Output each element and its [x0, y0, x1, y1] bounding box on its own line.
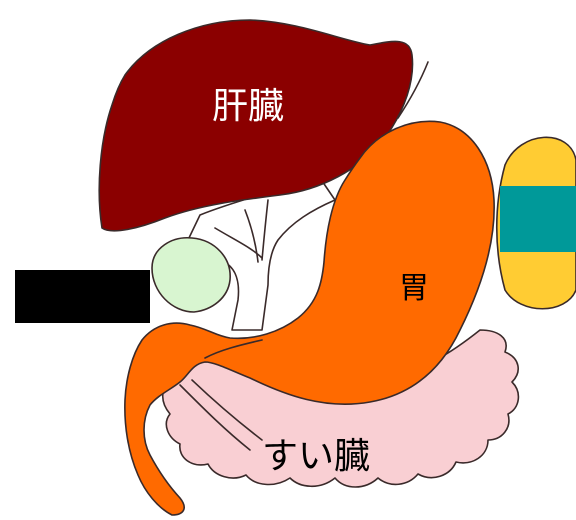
pancreatic-duct-2 [191, 379, 263, 441]
redacted-label-box [15, 270, 150, 323]
spleen-band [500, 186, 576, 252]
duct-branch-1 [214, 227, 263, 259]
duodenum-inner-line [204, 339, 263, 359]
gallbladder [151, 237, 231, 313]
stomach-label: 胃 [399, 271, 429, 306]
pancreas-label: すい臓 [262, 436, 370, 477]
liver [98, 19, 414, 232]
hepatic-artery-2 [397, 61, 429, 119]
stomach [124, 120, 495, 516]
liver-label: 肝臓 [212, 86, 284, 127]
duct-branch-2 [244, 209, 259, 263]
duct-branch-3 [261, 199, 269, 261]
pancreatic-duct [179, 384, 251, 451]
